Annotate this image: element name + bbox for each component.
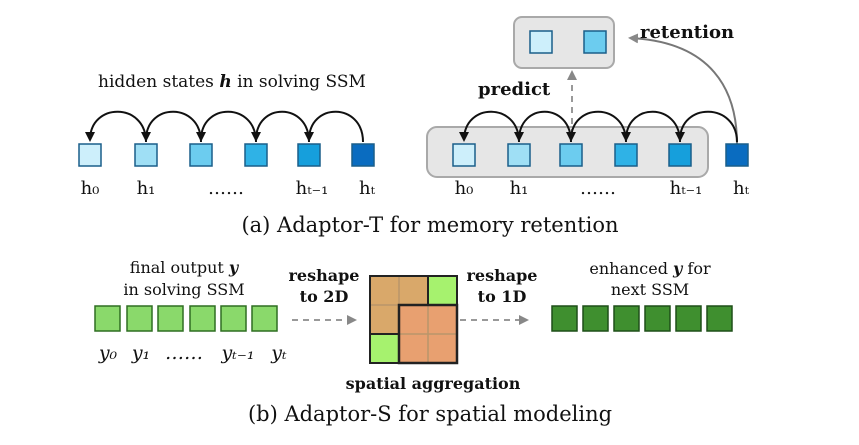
- final-output-node: [157, 305, 184, 332]
- final-output-node: [126, 305, 153, 332]
- left-hidden-state-node-label: ……: [208, 178, 244, 199]
- retention-label: retention: [640, 22, 734, 43]
- grid-cell-highlight: [369, 333, 400, 364]
- left-hidden-state-arc: [85, 110, 147, 143]
- right-hidden-state-node-label: hₜ₋₁: [670, 178, 703, 199]
- enhanced-output-node: [706, 305, 733, 332]
- enhanced-output-node: [675, 305, 702, 332]
- left-hidden-state-node: [244, 143, 268, 167]
- right-hidden-state-node-label: h₀: [455, 178, 474, 199]
- left-hidden-state-node: [189, 143, 213, 167]
- final-output-node: [220, 305, 247, 332]
- right-hidden-state-node: [452, 143, 476, 167]
- final-output-node-labels: y₀ y₁ …… yₜ₋₁ yₜ: [98, 342, 287, 364]
- final-output-node: [189, 305, 216, 332]
- enhanced-output-label: enhanced y for: [589, 259, 711, 278]
- right-hidden-state-node: [668, 143, 692, 167]
- left-hidden-state-arc: [141, 110, 202, 143]
- left-hidden-state-nodes: [78, 143, 375, 167]
- left-hidden-state-node-label: hₜ₋₁: [296, 178, 329, 199]
- retained-memory-box: [513, 16, 615, 69]
- final-output-node: [251, 305, 278, 332]
- left-hidden-state-node: [351, 143, 375, 167]
- enhanced-output-label-line2: next SSM: [611, 280, 689, 299]
- right-recurrence-arcs: [459, 110, 738, 143]
- enhanced-output-node: [613, 305, 640, 332]
- retained-memory-nodes: [529, 30, 607, 54]
- final-output-node-label: ……: [165, 342, 203, 364]
- right-hidden-state-nodes: [452, 143, 749, 167]
- right-hidden-state-node-label: ……: [580, 178, 616, 199]
- hidden-states-label: hidden states h in solving SSM: [98, 72, 366, 92]
- right-node-labels: h₀ h₁ …… hₜ₋₁ hₜ: [455, 178, 750, 199]
- right-hidden-state-node: [614, 143, 638, 167]
- right-hidden-state-node-label: h₁: [510, 178, 529, 199]
- right-hidden-state-arc: [675, 110, 738, 143]
- retention-arrow: [628, 33, 738, 145]
- left-hidden-state-node: [78, 143, 102, 167]
- right-hidden-state-node: [725, 143, 749, 167]
- panel-a-left: hidden states h in solving SSM h₀ h₁ …… hₜ₋…: [78, 72, 376, 199]
- left-hidden-state-arc: [196, 110, 257, 143]
- spatial-aggregation-label: spatial aggregation: [346, 374, 521, 393]
- reshape-2d-label: reshape: [289, 266, 360, 285]
- panel-a-right: predict retention h₀ h₁ …… hₜ₋₁ hₜ: [426, 16, 750, 199]
- left-hidden-state-node-label: h₀: [81, 178, 100, 199]
- final-output-node-label: yₜ₋₁: [220, 342, 254, 364]
- caption-b: (b) Adaptor-S for spatial modeling: [248, 402, 612, 426]
- final-output-node-label: yₜ: [270, 342, 287, 364]
- left-node-labels: h₀ h₁ …… hₜ₋₁ hₜ: [81, 178, 376, 199]
- caption-a: (a) Adaptor-T for memory retention: [241, 213, 618, 237]
- enhanced-output-node: [644, 305, 671, 332]
- right-hidden-state-arc: [621, 110, 681, 143]
- left-recurrence-arcs: [85, 110, 364, 143]
- reshape-1d-label-line2: to 1D: [478, 287, 527, 306]
- grid-border: [369, 275, 458, 364]
- spatial-grid: [369, 275, 459, 365]
- left-hidden-state-arc: [251, 110, 310, 143]
- left-hidden-state-node: [134, 143, 158, 167]
- enhanced-output-node: [551, 305, 578, 332]
- reshape-2d-label-line2: to 2D: [300, 287, 349, 306]
- right-hidden-state-arc: [566, 110, 627, 143]
- left-hidden-state-node-label: h₁: [137, 178, 156, 199]
- final-output-node: [94, 305, 121, 332]
- final-output-node-label: y₁: [131, 342, 150, 364]
- right-hidden-state-node-label: hₜ: [733, 178, 750, 199]
- right-hidden-state-arc: [459, 110, 520, 143]
- enhanced-output-node: [582, 305, 609, 332]
- right-hidden-state-node: [559, 143, 583, 167]
- grid-cell-highlight: [427, 275, 458, 306]
- right-hidden-state-node: [507, 143, 531, 167]
- final-output-label: final output y: [130, 258, 240, 277]
- reshape-1d-label: reshape: [467, 266, 538, 285]
- left-hidden-state-arc: [304, 110, 364, 143]
- final-output-nodes: [94, 305, 278, 332]
- final-output-node-label: y₀: [98, 342, 118, 364]
- left-hidden-state-node: [297, 143, 321, 167]
- right-hidden-state-arc: [514, 110, 572, 143]
- enhanced-output-nodes: [551, 305, 733, 332]
- predict-label: predict: [478, 79, 551, 100]
- retained-memory-node: [583, 30, 607, 54]
- left-hidden-state-node-label: hₜ: [359, 178, 376, 199]
- retained-memory-node: [529, 30, 553, 54]
- panel-b: final output y in solving SSM y₀ y₁ …… yₜ₋₁…: [94, 258, 733, 393]
- final-output-label-line2: in solving SSM: [123, 280, 244, 299]
